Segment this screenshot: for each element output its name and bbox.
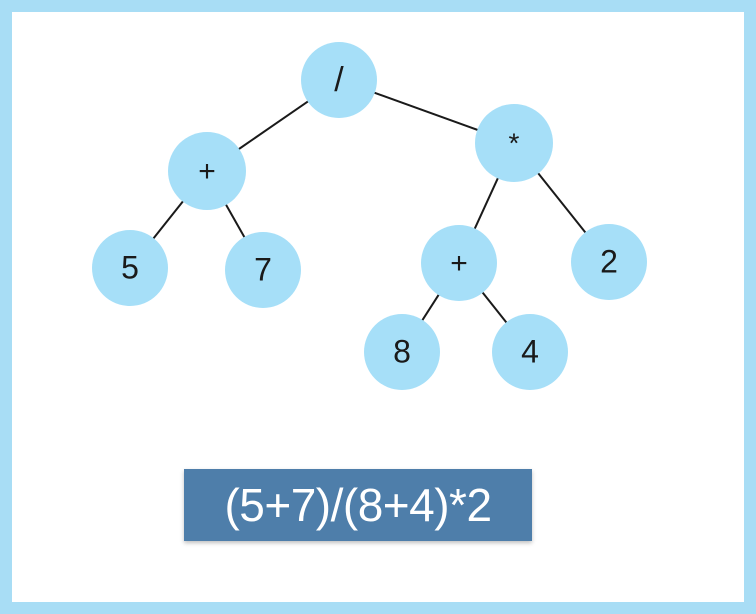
tree-node-plus-left: + (168, 132, 246, 210)
node-circle (421, 225, 497, 301)
node-circle (168, 132, 246, 210)
edge-plus-left-five (151, 199, 185, 241)
edge-root-plus-left (236, 99, 310, 151)
node-label: + (198, 155, 216, 188)
edge-root-mult (372, 91, 480, 132)
node-label: * (509, 127, 520, 158)
node-label: / (334, 61, 344, 99)
edge-plus-left-seven (224, 202, 247, 240)
node-label: 5 (121, 249, 139, 285)
tree-node-five: 5 (92, 230, 168, 306)
tree-node-seven: 7 (225, 232, 301, 308)
node-circle (364, 314, 440, 390)
expression-label: (5+7)/(8+4)*2 (184, 469, 532, 541)
node-circle (492, 314, 568, 390)
node-circle (301, 42, 377, 118)
tree-node-mult: * (475, 104, 553, 182)
edge-mult-two (536, 171, 588, 235)
node-circle (225, 232, 301, 308)
edge-plus-inner-eight (420, 292, 441, 323)
tree-node-eight: 8 (364, 314, 440, 390)
tree-node-root: / (301, 42, 377, 118)
node-label: 7 (254, 251, 272, 287)
tree-node-four: 4 (492, 314, 568, 390)
node-circle (475, 104, 553, 182)
node-circle (92, 230, 168, 306)
tree-node-two: 2 (571, 224, 647, 300)
node-label: 2 (600, 243, 618, 279)
node-label: 4 (521, 333, 539, 369)
edge-mult-plus-inner (473, 176, 500, 231)
tree-node-plus-inner: + (421, 225, 497, 301)
tree-nodes: / + * 5 7 +2 8 4 (92, 42, 647, 390)
edge-plus-inner-four (480, 290, 509, 325)
node-circle (571, 224, 647, 300)
node-label: + (450, 247, 468, 280)
tree-edges (151, 91, 588, 325)
node-label: 8 (393, 333, 411, 369)
